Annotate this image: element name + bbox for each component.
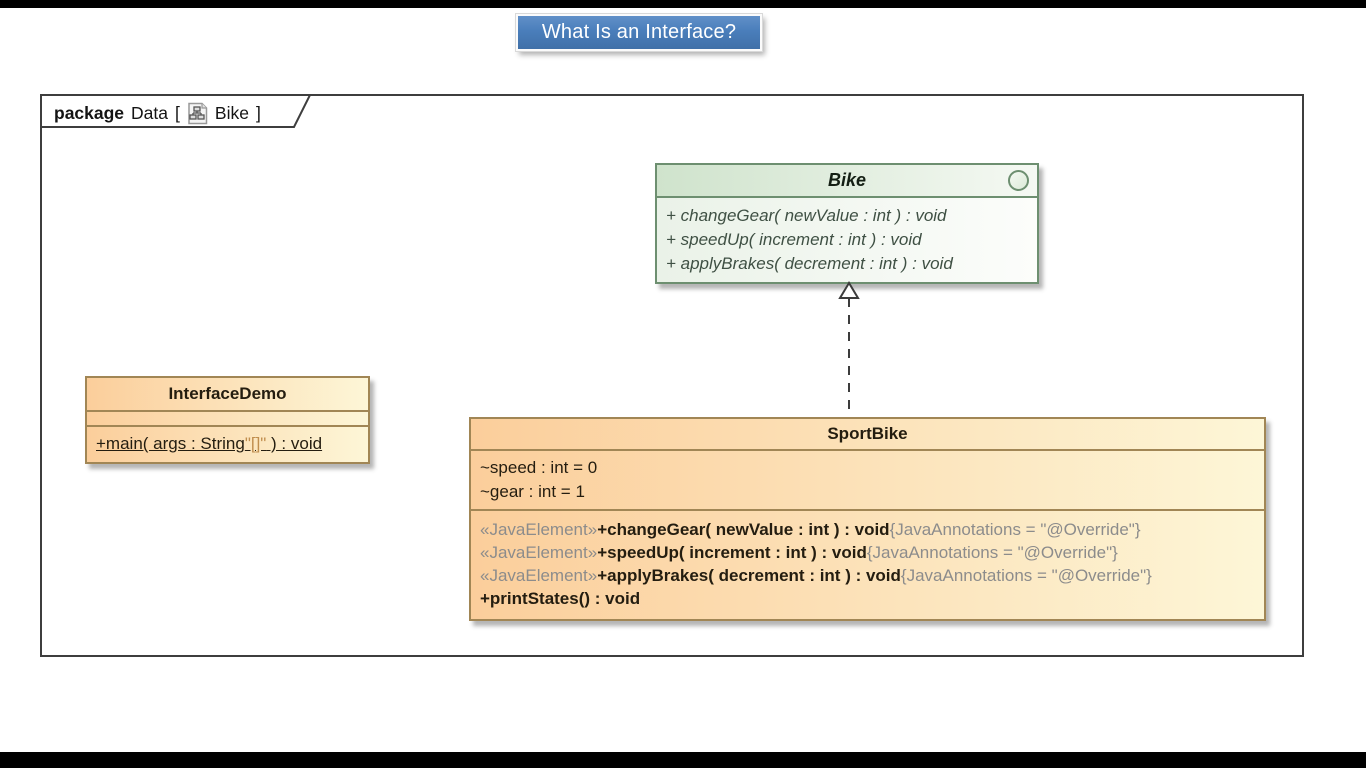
sportbike-title: SportBike [827, 424, 908, 443]
sportbike-attribute: ~gear : int = 1 [480, 482, 585, 501]
package-keyword: package [54, 102, 125, 123]
op-annotation: {JavaAnnotations = "@Override"} [900, 566, 1152, 585]
interfacedemo-class-box: InterfaceDemo +main( args : String"[]" )… [85, 376, 370, 464]
sportbike-operation: «JavaElement»+speedUp( increment : int )… [480, 541, 1255, 564]
letterbox-bottom [0, 752, 1366, 768]
interfacedemo-title: InterfaceDemo [168, 384, 287, 403]
package-diagram-name: Bike [214, 102, 249, 123]
diagram-icon [187, 102, 208, 125]
letterbox-top [0, 0, 1366, 8]
interfacedemo-operations: +main( args : String"[]" ) : void [87, 425, 368, 462]
bike-operation: + speedUp( increment : int ) : void [666, 230, 922, 249]
sportbike-operation: +printStates() : void [480, 587, 1255, 610]
sportbike-attribute: ~speed : int = 0 [480, 458, 598, 477]
package-name: Data [131, 102, 169, 123]
bike-operation: + applyBrakes( decrement : int ) : void [666, 254, 953, 273]
sportbike-header: SportBike [471, 419, 1264, 449]
main-array-brackets: "[]" [244, 434, 267, 453]
title-banner: What Is an Interface? [516, 14, 762, 51]
package-tab-label: package Data [ Bike ] [54, 99, 261, 127]
bike-operations: + changeGear( newValue : int ) : void + … [657, 196, 1037, 282]
bike-interface-box: Bike + changeGear( newValue : int ) : vo… [655, 163, 1039, 284]
op-signature: +speedUp( increment : int ) : void [597, 543, 867, 562]
op-stereotype: «JavaElement» [480, 566, 598, 585]
interfacedemo-header: InterfaceDemo [87, 378, 368, 410]
bike-operation: + changeGear( newValue : int ) : void [666, 206, 947, 225]
main-operation: +main( args : String"[]" ) : void [96, 434, 359, 454]
package-tab [40, 94, 312, 128]
bike-title: Bike [827, 170, 867, 190]
main-signature-prefix: +main( args : String [96, 434, 245, 453]
op-annotation: {JavaAnnotations = "@Override"} [866, 543, 1118, 562]
bike-header: Bike [657, 165, 1037, 196]
package-frame: package Data [ Bike ] [40, 94, 1304, 657]
sportbike-operation: «JavaElement»+changeGear( newValue : int… [480, 518, 1255, 541]
op-stereotype: «JavaElement» [480, 520, 598, 539]
main-signature-suffix: ) : void [266, 434, 323, 453]
bracket-close: ] [255, 102, 261, 123]
sportbike-class-box: SportBike ~speed : int = 0 ~gear : int =… [469, 417, 1266, 621]
interface-ball-icon [1008, 170, 1029, 191]
realization-arrow [838, 281, 860, 417]
op-signature: +changeGear( newValue : int ) : void [597, 520, 890, 539]
op-signature: +applyBrakes( decrement : int ) : void [597, 566, 901, 585]
op-signature: +printStates() : void [480, 589, 641, 608]
sportbike-operation: «JavaElement»+applyBrakes( decrement : i… [480, 564, 1255, 587]
interfacedemo-attributes-empty [87, 410, 368, 425]
op-annotation: {JavaAnnotations = "@Override"} [889, 520, 1141, 539]
sportbike-operations: «JavaElement»+changeGear( newValue : int… [471, 509, 1264, 619]
slide-title: What Is an Interface? [541, 21, 737, 43]
bracket-open: [ [175, 102, 180, 123]
op-stereotype: «JavaElement» [480, 543, 598, 562]
sportbike-attributes: ~speed : int = 0 ~gear : int = 1 [471, 449, 1264, 509]
